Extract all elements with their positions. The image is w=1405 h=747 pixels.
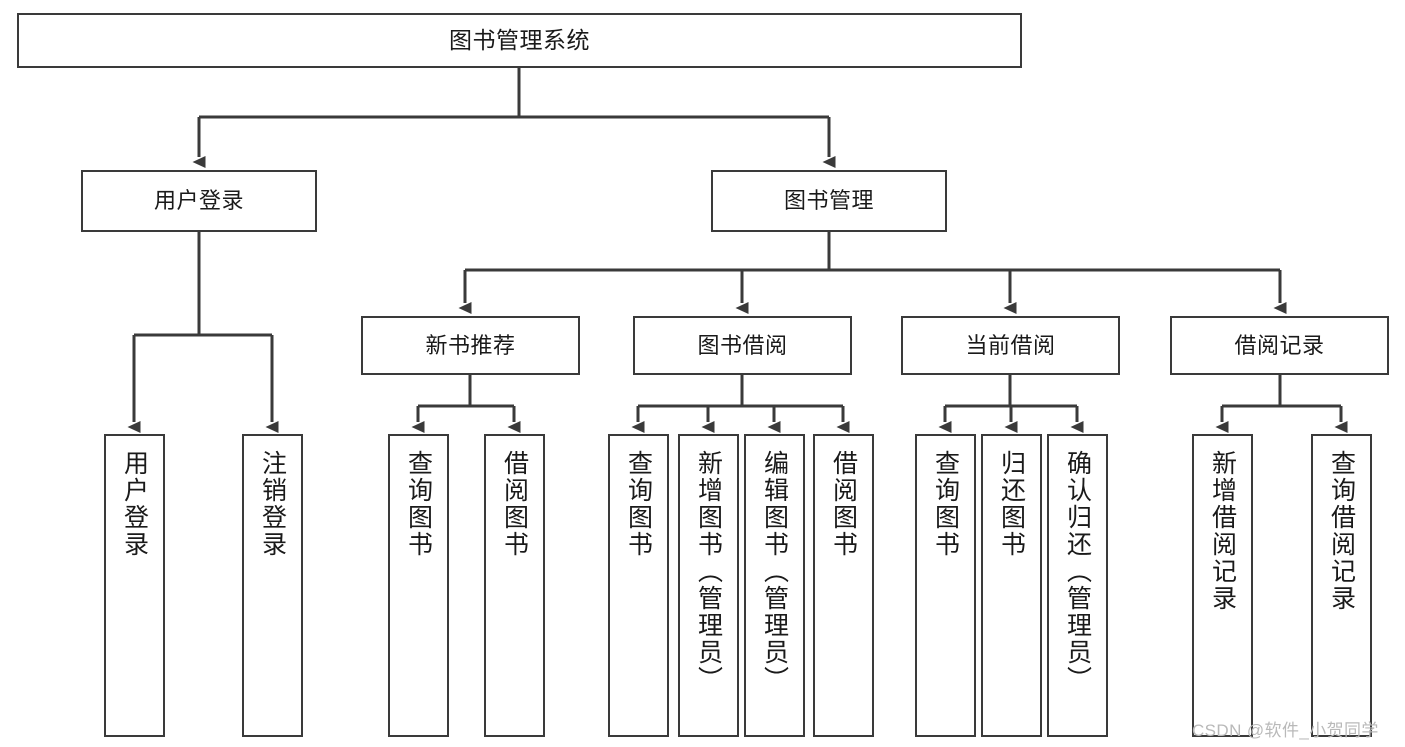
node-label: 查询图书 — [624, 450, 653, 558]
node-label: 编辑图书（管理员） — [760, 450, 789, 693]
node-label: 图书借阅 — [697, 332, 788, 358]
watermark: CSDN @软件_小贺同学 — [1192, 721, 1379, 740]
node-label: 当前借阅 — [965, 332, 1056, 358]
leaf-return-book[interactable]: 归还图书 — [981, 434, 1042, 737]
leaf-borrow-book-recommend[interactable]: 借阅图书 — [484, 434, 545, 737]
node-label: 图书管理系统 — [449, 26, 590, 53]
node-label: 新增借阅记录 — [1208, 450, 1237, 612]
node-label: 借阅记录 — [1234, 332, 1325, 358]
leaf-query-book-recommend[interactable]: 查询图书 — [388, 434, 449, 737]
node-current-borrow[interactable]: 当前借阅 — [901, 316, 1120, 375]
node-new-book-recommend[interactable]: 新书推荐 — [361, 316, 580, 375]
leaf-edit-book-admin[interactable]: 编辑图书（管理员） — [744, 434, 805, 737]
node-label: 查询图书 — [931, 450, 960, 558]
node-label: 借阅图书 — [829, 450, 858, 558]
node-label: 新书推荐 — [425, 332, 516, 358]
node-label: 注销登录 — [258, 450, 287, 558]
leaf-add-book-admin[interactable]: 新增图书（管理员） — [678, 434, 739, 737]
node-label: 查询借阅记录 — [1327, 450, 1356, 612]
node-label: 查询图书 — [404, 450, 433, 558]
node-label: 用户登录 — [120, 450, 149, 558]
leaf-query-book-borrow[interactable]: 查询图书 — [608, 434, 669, 737]
leaf-logout-login[interactable]: 注销登录 — [242, 434, 303, 737]
node-borrow-record[interactable]: 借阅记录 — [1170, 316, 1389, 375]
leaf-confirm-return-admin[interactable]: 确认归还（管理员） — [1047, 434, 1108, 737]
node-label: 归还图书 — [997, 450, 1026, 558]
node-label: 用户登录 — [153, 188, 244, 214]
node-book-borrow[interactable]: 图书借阅 — [633, 316, 852, 375]
leaf-borrow-book[interactable]: 借阅图书 — [813, 434, 874, 737]
node-root-book-management-system[interactable]: 图书管理系统 — [17, 13, 1022, 68]
node-book-management[interactable]: 图书管理 — [711, 170, 947, 232]
leaf-query-book-current[interactable]: 查询图书 — [915, 434, 976, 737]
node-user-login[interactable]: 用户登录 — [81, 170, 317, 232]
leaf-user-login[interactable]: 用户登录 — [104, 434, 165, 737]
leaf-query-borrow-record[interactable]: 查询借阅记录 — [1311, 434, 1372, 737]
node-label: 新增图书（管理员） — [694, 450, 723, 693]
node-label: 借阅图书 — [500, 450, 529, 558]
node-label: 确认归还（管理员） — [1063, 450, 1092, 693]
leaf-add-borrow-record[interactable]: 新增借阅记录 — [1192, 434, 1253, 737]
node-label: 图书管理 — [783, 188, 874, 214]
